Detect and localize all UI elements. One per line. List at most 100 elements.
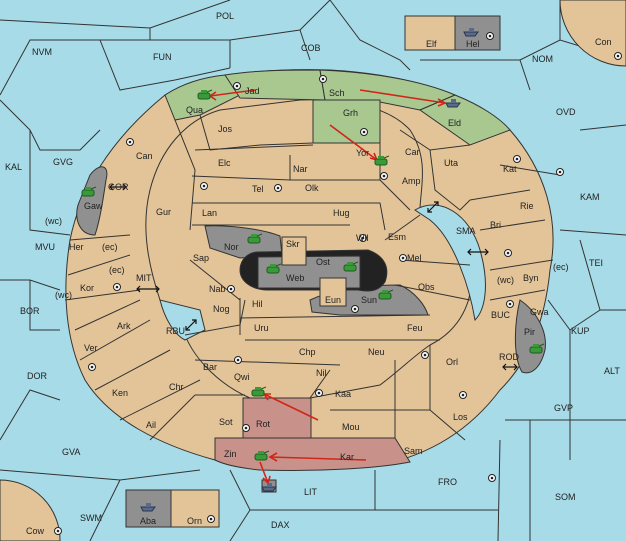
army-unit[interactable] <box>197 89 213 100</box>
label-som: SOM <box>555 492 576 502</box>
label-yor: Yor <box>356 148 369 158</box>
label-lan: Lan <box>202 208 217 218</box>
region-rot[interactable] <box>242 397 312 439</box>
supply-center <box>399 254 407 262</box>
label-mou: Mou <box>342 422 360 432</box>
label-obs: Obs <box>418 282 435 292</box>
label-can: Can <box>136 151 153 161</box>
coast-labels: (wc) (ec) (ec) (wc) (wc) (ec) <box>45 216 569 300</box>
label-gvg: GVG <box>53 157 73 167</box>
region-eld[interactable] <box>418 94 511 146</box>
coast-label: (wc) <box>497 275 514 285</box>
region-pir[interactable] <box>514 299 546 374</box>
army-unit[interactable] <box>374 155 390 166</box>
label-kar: Kar <box>340 452 354 462</box>
label-ver: Ver <box>84 343 98 353</box>
supply-center <box>200 182 208 190</box>
label-bar: Bar <box>203 362 217 372</box>
label-aba: Aba <box>140 516 156 526</box>
army-unit[interactable] <box>247 233 263 244</box>
label-mel: Mel <box>407 253 422 263</box>
label-ark: Ark <box>117 321 131 331</box>
supply-center <box>486 32 494 40</box>
supply-center <box>556 168 564 176</box>
label-fro: FRO <box>438 477 457 487</box>
coast-label: (ec) <box>102 242 118 252</box>
region-elf[interactable] <box>404 15 456 51</box>
label-hug: Hug <box>333 208 350 218</box>
region-cow-sea[interactable] <box>0 479 61 541</box>
label-chr: Chr <box>169 382 184 392</box>
region-con-sea[interactable] <box>559 0 626 67</box>
label-orn: Orn <box>187 516 202 526</box>
supply-center <box>504 249 512 257</box>
label-ken: Ken <box>112 388 128 398</box>
passage-sma <box>427 201 439 213</box>
supply-center <box>88 363 96 371</box>
supply-center <box>380 172 388 180</box>
region-grh[interactable] <box>312 99 381 144</box>
army-unit[interactable] <box>266 263 282 274</box>
army-unit[interactable] <box>378 289 394 300</box>
army-unit[interactable] <box>343 261 359 272</box>
label-alt: ALT <box>604 366 620 376</box>
supply-center <box>242 424 250 432</box>
army-unit[interactable] <box>254 450 270 461</box>
label-qua: Qua <box>186 105 203 115</box>
fleet-unit[interactable] <box>463 28 479 37</box>
label-sma: SMA <box>456 226 476 236</box>
label-gwa: Gwa <box>530 307 549 317</box>
label-sam: Sam <box>404 446 423 456</box>
passage-gaw-gor <box>109 183 127 191</box>
label-zin: Zin <box>224 449 237 459</box>
supply-center <box>207 515 215 523</box>
label-neu: Neu <box>368 347 385 357</box>
sea-sma-inlet <box>414 204 486 322</box>
label-cob: COB <box>301 43 321 53</box>
supply-center <box>421 351 429 359</box>
region-gaw[interactable] <box>76 166 108 236</box>
coast-label: (wc) <box>55 290 72 300</box>
coast-label: (ec) <box>109 265 125 275</box>
supply-center <box>113 283 121 291</box>
fleet-unit[interactable] <box>140 503 156 512</box>
label-kaa: Kaa <box>335 389 351 399</box>
label-kat: Kat <box>503 164 517 174</box>
label-sot: Sot <box>219 417 233 427</box>
region-eun[interactable] <box>319 277 347 307</box>
label-los: Los <box>453 412 468 422</box>
label-wil: Wil <box>356 233 369 243</box>
supply-center <box>315 389 323 397</box>
label-qwi: Qwi <box>234 372 250 382</box>
fleet-unit[interactable] <box>445 99 461 108</box>
supply-center <box>233 82 241 90</box>
label-mvu: MVU <box>35 242 55 252</box>
label-eld: Eld <box>448 118 461 128</box>
label-olk: Olk <box>305 183 319 193</box>
supply-center <box>54 527 62 535</box>
label-uta: Uta <box>444 158 458 168</box>
region-skr[interactable] <box>281 236 307 266</box>
supply-center <box>360 128 368 136</box>
army-unit[interactable] <box>529 343 545 354</box>
label-gur: Gur <box>156 207 171 217</box>
label-her: Her <box>69 242 84 252</box>
fleet-unit[interactable] <box>261 483 277 492</box>
label-nog: Nog <box>213 304 230 314</box>
label-skr: Skr <box>286 239 300 249</box>
army-unit[interactable] <box>251 386 267 397</box>
land-labels: Jad Qua Sch Eld Jos Grh Can Yor Car Elc … <box>69 39 549 526</box>
passage-arrows <box>109 183 518 371</box>
label-nvm: NVM <box>32 47 52 57</box>
army-unit[interactable] <box>81 186 97 197</box>
region-zin-kar[interactable] <box>214 437 411 472</box>
label-pol: POL <box>216 11 234 21</box>
label-jos: Jos <box>218 124 233 134</box>
label-hel: Hel <box>466 39 480 49</box>
passage-mit <box>136 285 160 293</box>
label-tel: Tel <box>252 184 264 194</box>
label-kor: Kor <box>80 283 94 293</box>
label-buc: BUC <box>491 310 511 320</box>
